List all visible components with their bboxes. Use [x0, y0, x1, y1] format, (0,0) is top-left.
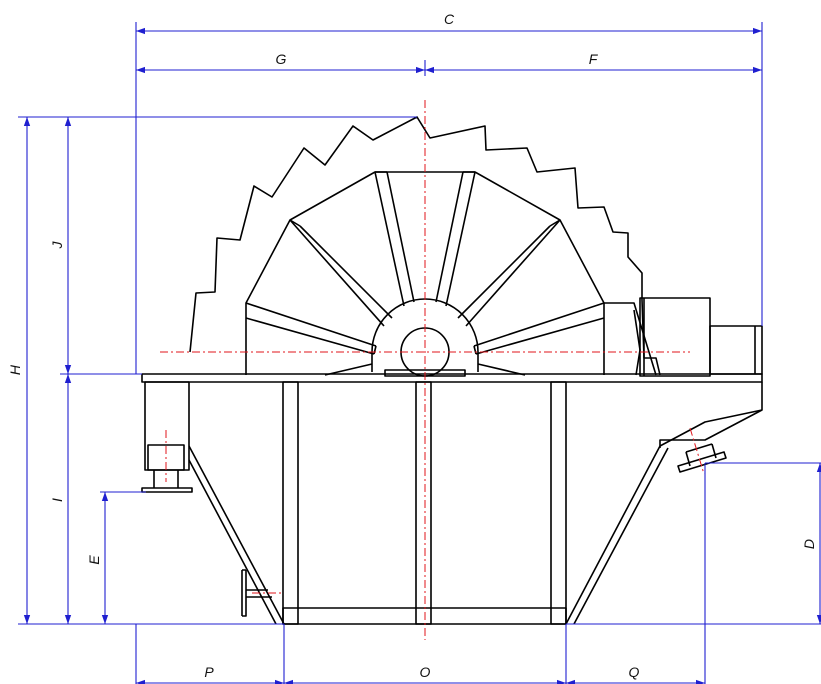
bucket-wheel: [189, 116, 643, 377]
dimension-lines: [18, 22, 821, 684]
label-O: O: [420, 664, 431, 680]
label-E: E: [86, 555, 102, 565]
label-G: G: [276, 51, 287, 67]
center-lines: [160, 100, 705, 640]
drive-unit: [604, 297, 763, 377]
label-D: D: [801, 539, 817, 549]
label-H: H: [7, 364, 23, 375]
wheel-rim: [189, 116, 643, 353]
label-I: I: [49, 498, 65, 502]
label-J: J: [49, 241, 65, 250]
label-C: C: [444, 11, 455, 27]
wheel-spokes: [245, 171, 605, 355]
label-P: P: [204, 664, 214, 680]
top-beam: [141, 373, 763, 383]
tank-frame: [141, 373, 763, 625]
dimension-labels: C G F H J I E D P O Q: [7, 11, 817, 680]
label-Q: Q: [629, 664, 640, 680]
label-F: F: [589, 51, 599, 67]
